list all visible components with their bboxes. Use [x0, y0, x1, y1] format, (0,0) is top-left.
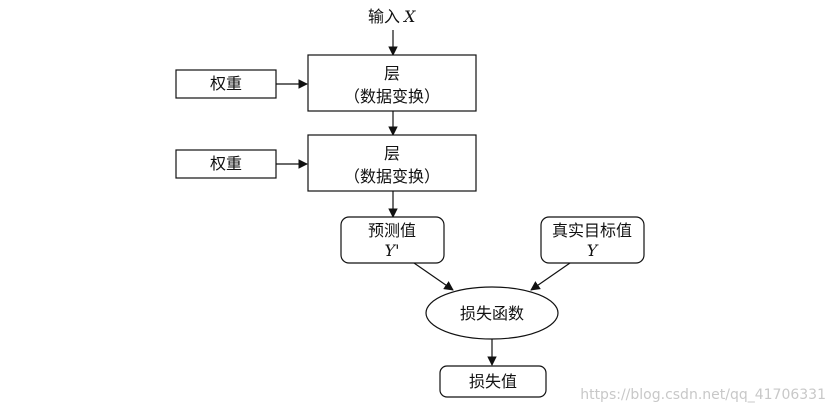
- layer-1-subtitle: （数据变换）: [344, 87, 440, 106]
- loss-value-label: 损失值: [469, 372, 517, 391]
- ground-truth-node: 真实目标值 Y: [540, 216, 645, 264]
- input-label-prefix: 输入: [368, 7, 400, 26]
- prediction-var: Y': [385, 241, 400, 260]
- layer-box-1: [307, 54, 477, 112]
- weights-node-2: 权重: [175, 149, 277, 179]
- arrow-prediction-to-loss: [413, 262, 454, 291]
- prediction-node: 预测值 Y': [340, 216, 445, 264]
- layer-1-title: 层: [384, 64, 400, 83]
- ground-truth-var: Y: [587, 241, 599, 260]
- weights-label-2: 权重: [210, 154, 242, 173]
- ground-truth-label: 真实目标值: [552, 221, 632, 240]
- prediction-box: [340, 216, 445, 264]
- weights-node-1: 权重: [175, 69, 277, 99]
- layer-node-1: 层 （数据变换）: [307, 54, 477, 112]
- layer-box-2: [307, 134, 477, 192]
- ground-truth-box: [540, 216, 645, 264]
- loss-function-node: 损失函数: [425, 286, 559, 340]
- loss-value-node: 损失值: [439, 365, 547, 398]
- layer-2-subtitle: （数据变换）: [344, 167, 440, 186]
- layer-node-2: 层 （数据变换）: [307, 134, 477, 192]
- watermark-text: https://blog.csdn.net/qq_41706331: [580, 387, 826, 403]
- input-node: 输入 X: [368, 7, 416, 26]
- input-label-var: X: [402, 7, 416, 26]
- weights-label-1: 权重: [210, 74, 242, 93]
- loss-value-box: [439, 365, 547, 398]
- loss-function-label: 损失函数: [460, 304, 524, 323]
- layer-2-title: 层: [384, 144, 400, 163]
- prediction-label: 预测值: [368, 221, 416, 240]
- arrow-ground-truth-to-loss: [530, 262, 571, 291]
- weights-box-2: [175, 149, 277, 179]
